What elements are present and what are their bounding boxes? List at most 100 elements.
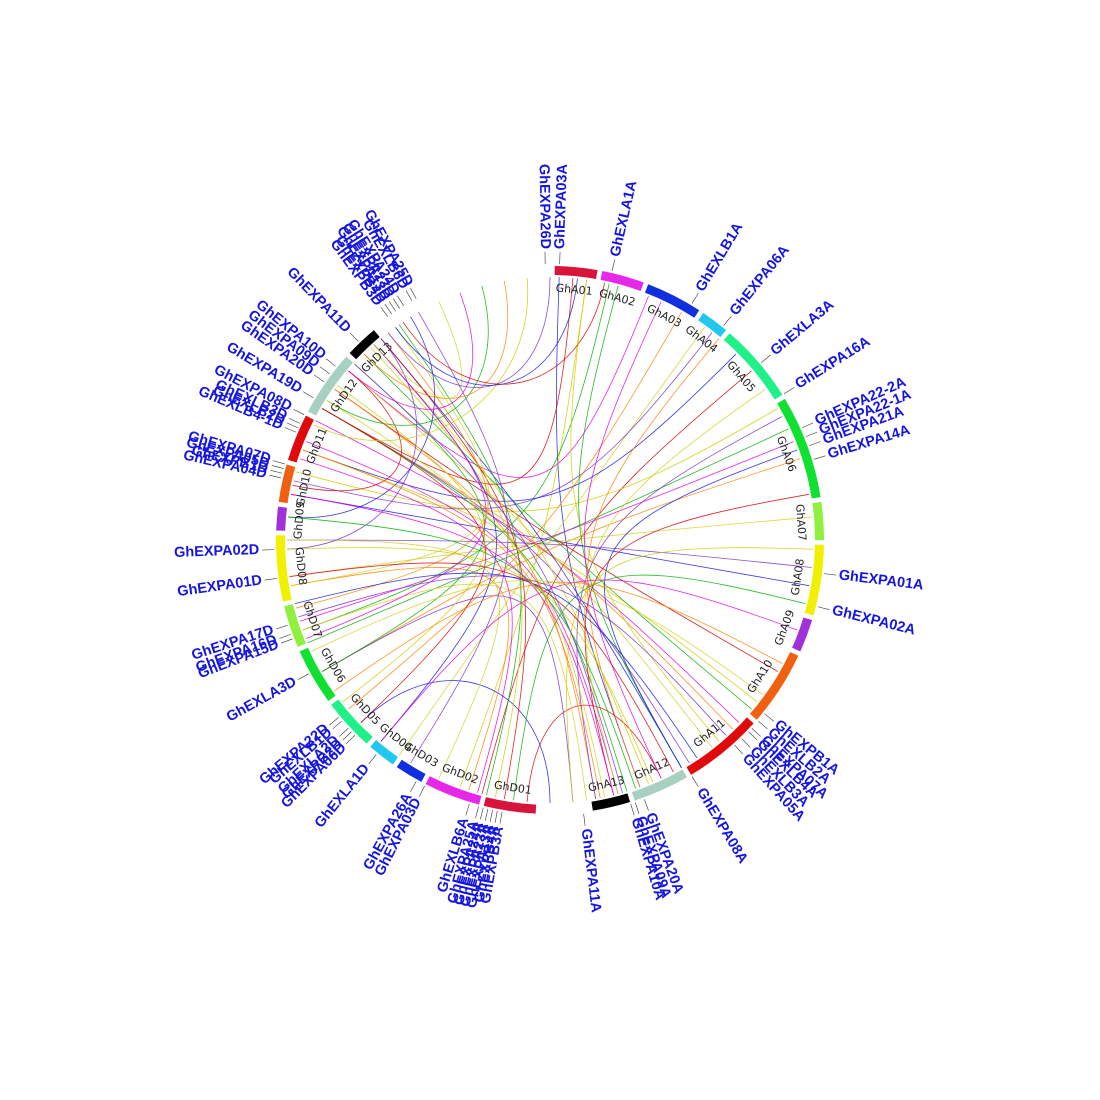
gene-leader-line (339, 728, 349, 737)
collinearity-link (336, 385, 486, 703)
collinearity-link (302, 283, 610, 631)
collinearity-links (286, 276, 813, 804)
gene-label: GhEXPA02D (174, 542, 260, 561)
chromosome-block (686, 717, 754, 775)
chromosome-label: GhD07 (300, 599, 324, 639)
collinearity-link (293, 332, 713, 510)
chromosome-block (299, 647, 336, 702)
gene-leader-line (410, 781, 417, 793)
gene-leader-line (281, 638, 293, 644)
collinearity-link (290, 567, 510, 791)
chromosome-block (483, 797, 537, 814)
collinearity-link (586, 338, 720, 788)
gene-leader-line (264, 578, 277, 581)
gene-leader-line (392, 298, 400, 309)
collinearity-link (326, 400, 606, 798)
collinearity-link (322, 595, 574, 803)
chromosome-label: GhA08 (789, 558, 807, 597)
gene-leader-line (823, 573, 836, 576)
chromosome-block (284, 604, 307, 648)
chromosome-block (600, 271, 644, 291)
chromosome-block (554, 266, 598, 280)
chromosome-label: GhA01 (555, 281, 593, 297)
collinearity-link (348, 312, 682, 710)
collinearity-link (584, 388, 766, 795)
collinearity-link (292, 370, 402, 492)
gene-label: GhEXPA16A (792, 333, 873, 392)
collinearity-link (570, 279, 720, 742)
chromosome-label: GhA07 (793, 504, 809, 542)
collinearity-link (315, 420, 740, 723)
chromosome-block (370, 739, 399, 765)
collinearity-link (322, 408, 628, 792)
chromosome-block (804, 544, 824, 616)
gene-leader-line (332, 720, 342, 730)
gene-leader-line (297, 673, 309, 680)
collinearity-link (459, 279, 587, 788)
gene-leader-line (342, 731, 352, 741)
collinearity-link (363, 280, 509, 399)
gene-label: GhEXPA11A (578, 828, 604, 914)
gene-leader-line (583, 813, 586, 826)
chromosome-block (276, 535, 292, 602)
gene-leader-line (273, 460, 285, 465)
gene-leader-line (349, 332, 359, 342)
gene-leader-line (276, 625, 288, 630)
gene-leader-line (270, 470, 283, 474)
gene-label: GhEXPA06A (727, 242, 793, 319)
gene-leader-line (802, 422, 814, 429)
gene-label: GhEXPA02A (830, 602, 917, 638)
gene-leader-line (817, 606, 830, 610)
collinearity-link (322, 458, 801, 672)
collinearity-link (395, 278, 578, 386)
collinearity-link (289, 562, 674, 773)
chromosome-label: GhA09 (772, 608, 797, 647)
collinearity-link (370, 347, 523, 798)
chromosome-block (331, 699, 373, 744)
gene-leader-line (813, 455, 826, 460)
gene-leader-line (284, 427, 297, 433)
gene-leader-line (480, 807, 484, 820)
gene-leader-line (418, 785, 425, 797)
chromosome-block (308, 356, 354, 416)
gene-leader-line (484, 808, 489, 821)
gene-label: GhEXPA03A (552, 163, 571, 249)
collinearity-link (287, 547, 654, 783)
collinearity-link (334, 388, 597, 800)
chromosome-block (644, 284, 700, 318)
gene-leader-line (465, 803, 470, 816)
gene-leader-line (499, 811, 503, 824)
gene-label: GhEXLA3A (768, 297, 838, 359)
gene-leader-line (269, 474, 282, 479)
gene-leader-line (384, 303, 392, 315)
collinearity-link (348, 292, 474, 410)
chromosome-block (287, 415, 314, 463)
gene-leader-line (764, 713, 775, 722)
collinearity-link (578, 285, 682, 768)
gene-label: GhEXLA3D (224, 674, 299, 725)
gene-leader-line (635, 802, 640, 814)
gene-label: GhEXPA08A (693, 785, 751, 867)
collinearity-link (299, 441, 794, 622)
chromosome-label: GhD10 (294, 468, 315, 508)
collinearity-link (299, 458, 513, 793)
collinearity-link (387, 276, 551, 388)
chromosome-label: GhA13 (587, 774, 626, 795)
collinearity-link (526, 704, 662, 803)
gene-leader-line (611, 259, 616, 272)
chromosome-block (396, 759, 426, 782)
gene-leader-line (489, 809, 493, 822)
chromosome-block (812, 501, 825, 540)
chromosome-label: GhD08 (292, 547, 309, 586)
collinearity-link (380, 579, 798, 742)
gene-leader-line (302, 391, 314, 399)
collinearity-link (410, 312, 509, 764)
gene-leader-line (368, 754, 377, 765)
chromosome-block (749, 651, 799, 720)
collinearity-link (286, 539, 500, 779)
gene-leader-line (319, 366, 330, 375)
gene-leader-line (748, 731, 758, 741)
gene-label: GhEXLA1A (607, 179, 640, 258)
gene-leader-line (325, 358, 336, 367)
